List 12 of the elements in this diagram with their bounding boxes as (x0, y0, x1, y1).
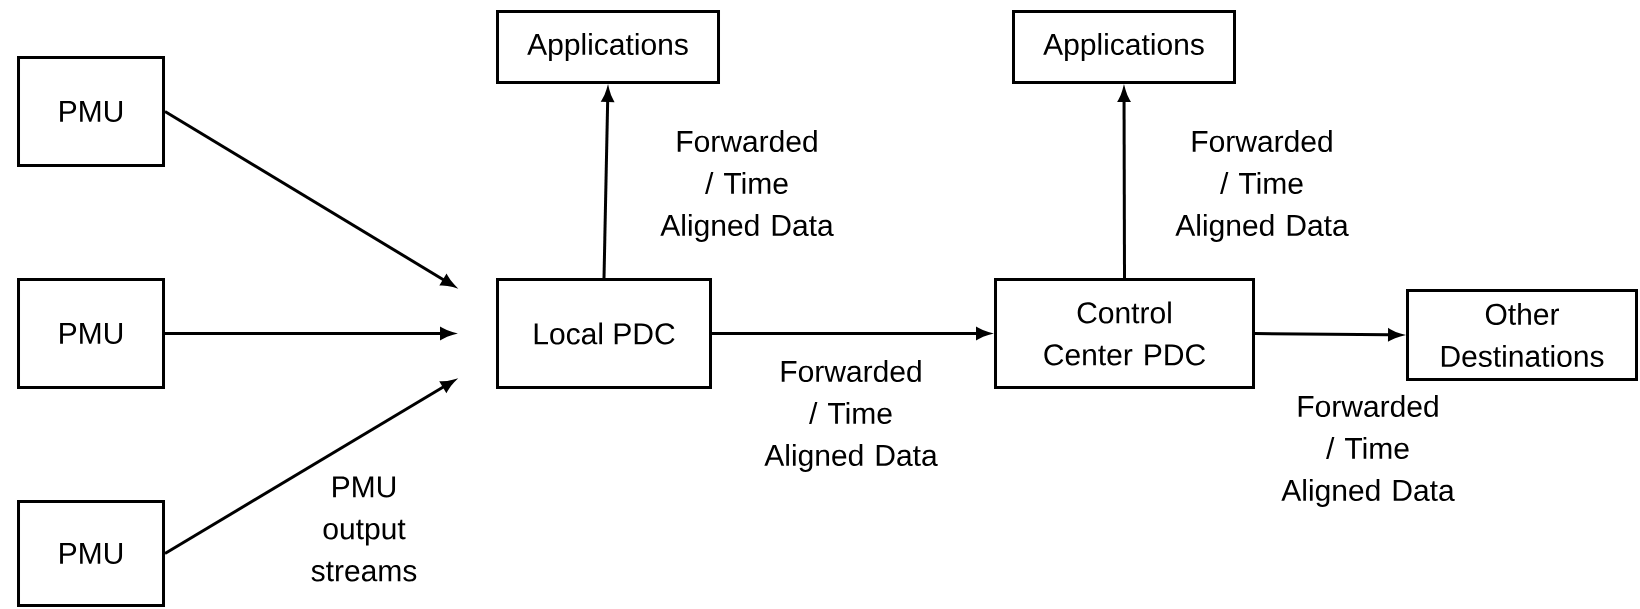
edge-label: Forwarded / Time Aligned Data (1175, 130, 1349, 242)
process-box: Control Center PDC (994, 278, 1255, 389)
process-box: PMU (17, 278, 165, 389)
edge-label: Forwarded / Time Aligned Data (1281, 395, 1455, 507)
process-box: PMU (17, 500, 165, 607)
edge-label: Forwarded / Time Aligned Data (660, 130, 834, 242)
process-box: Local PDC (496, 278, 712, 389)
edge-label: Forwarded / Time Aligned Data (764, 360, 938, 472)
process-box: PMU (17, 56, 165, 167)
process-box: Applications (1012, 10, 1236, 84)
process-box: Other Destinations (1406, 289, 1638, 381)
process-box: Applications (496, 10, 720, 84)
